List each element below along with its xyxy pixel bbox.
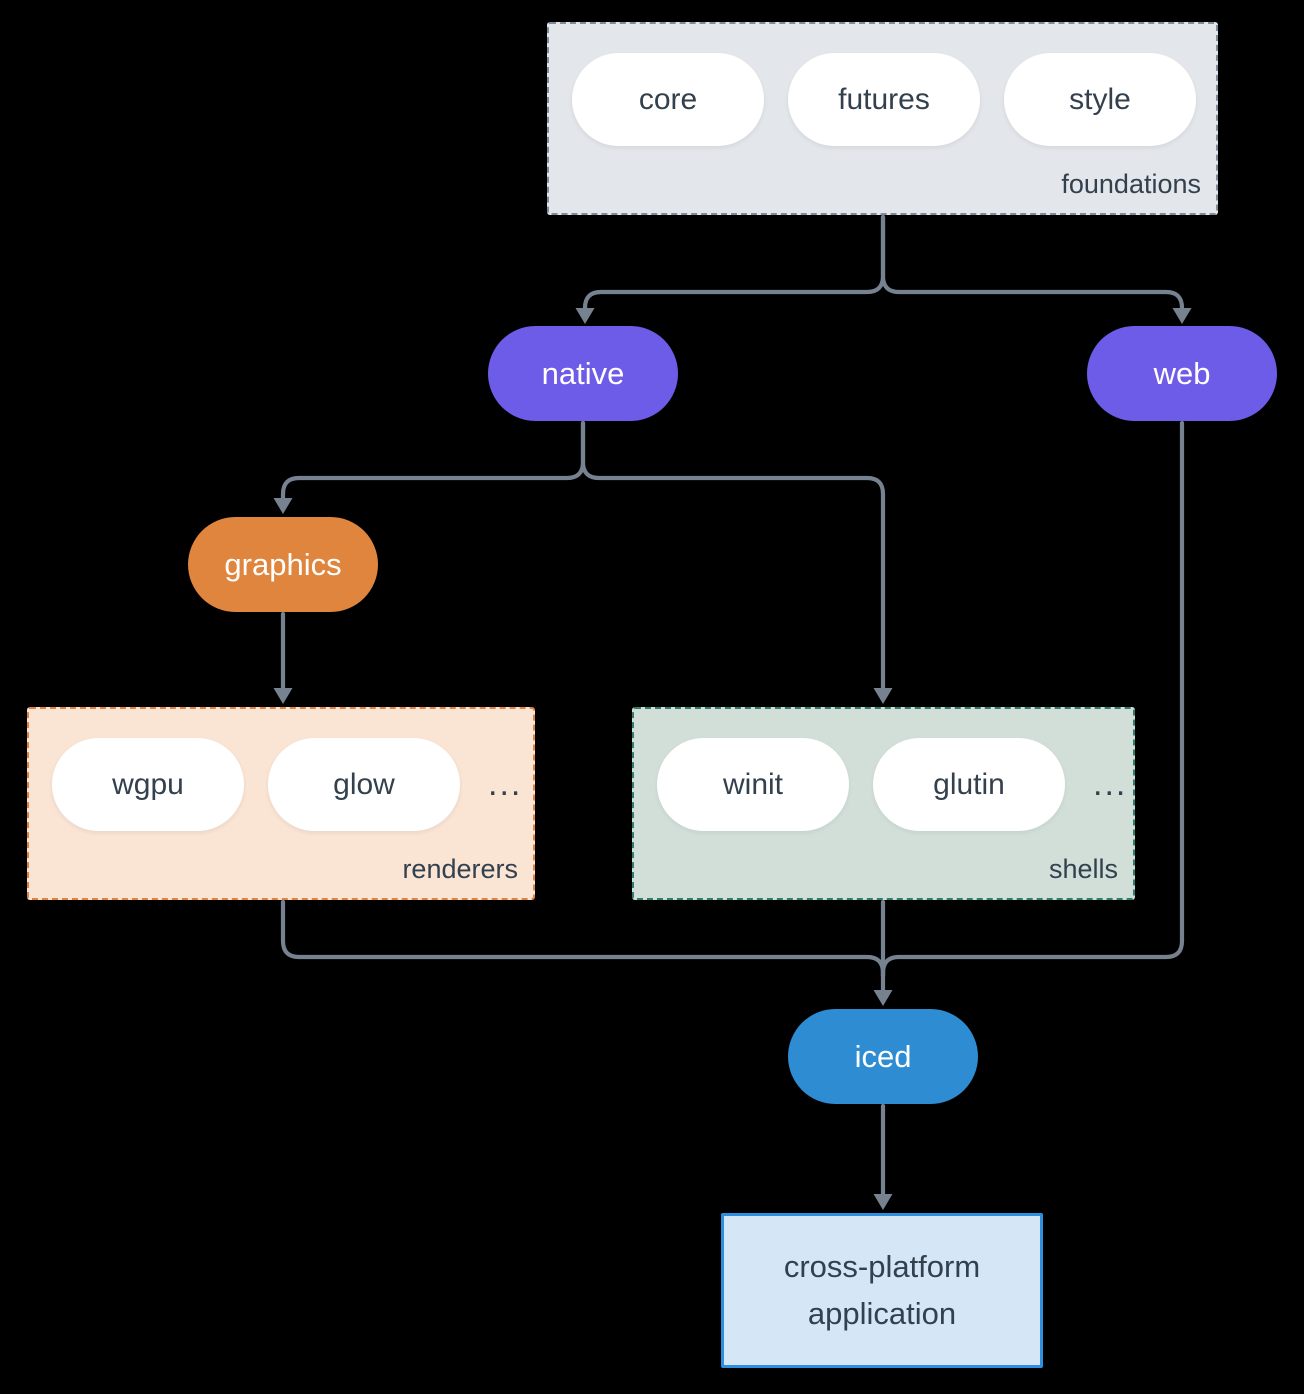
renderers-group-label: renderers: [402, 854, 518, 884]
node-glutin-label: glutin: [933, 767, 1005, 801]
renderers-ellipsis: ...: [488, 765, 523, 803]
node-iced: iced: [788, 1009, 978, 1104]
arrowhead-native: [575, 308, 595, 324]
shells-ellipsis: ...: [1093, 765, 1128, 803]
node-core: core: [572, 53, 764, 146]
node-iced-label: iced: [854, 1038, 912, 1074]
node-glutin: glutin: [873, 738, 1065, 831]
node-wgpu-label: wgpu: [112, 767, 184, 801]
arrowhead-renderers: [273, 688, 293, 704]
node-glow-label: glow: [333, 767, 395, 801]
node-winit-label: winit: [722, 767, 783, 801]
node-native: native: [488, 326, 678, 421]
edge-foundations-web: [880, 214, 1185, 313]
arrowhead-graphics: [273, 498, 293, 514]
node-glow: glow: [268, 738, 460, 831]
edge-native-shells: [580, 420, 886, 691]
edge-foundations-native: [582, 214, 886, 313]
edge-renderers-iced: [280, 899, 886, 979]
node-cross-platform-application-label: cross-platform application: [783, 1249, 981, 1331]
node-core-label: core: [638, 82, 698, 116]
node-web: web: [1087, 326, 1277, 421]
node-cross-platform-application: cross-platform application: [721, 1213, 1043, 1368]
renderers-group: wgpu glow ... renderers: [27, 707, 535, 900]
shells-group-label: shells: [1048, 854, 1118, 884]
node-futures: futures: [788, 53, 980, 146]
arrowhead-application: [873, 1194, 893, 1210]
renderers-pill-row: wgpu glow ...: [29, 709, 533, 831]
node-futures-label: futures: [838, 82, 930, 116]
foundations-pill-row: core futures style: [549, 24, 1216, 146]
foundations-group-label: foundations: [1061, 169, 1201, 199]
edge-native-graphics: [280, 420, 586, 502]
arrowhead-shells: [873, 688, 893, 704]
node-style-label: style: [1069, 82, 1131, 116]
shells-pill-row: winit glutin ...: [634, 709, 1133, 831]
node-graphics: graphics: [188, 517, 378, 612]
node-native-label: native: [541, 355, 625, 391]
node-style: style: [1004, 53, 1196, 146]
shells-group: winit glutin ... shells: [632, 707, 1135, 900]
node-graphics-label: graphics: [224, 546, 342, 582]
arrowhead-web: [1172, 308, 1192, 324]
foundations-group: core futures style foundations: [547, 22, 1218, 215]
node-winit: winit: [657, 738, 849, 831]
arrowhead-iced: [873, 990, 893, 1006]
node-wgpu: wgpu: [52, 738, 244, 831]
node-web-label: web: [1153, 355, 1211, 391]
